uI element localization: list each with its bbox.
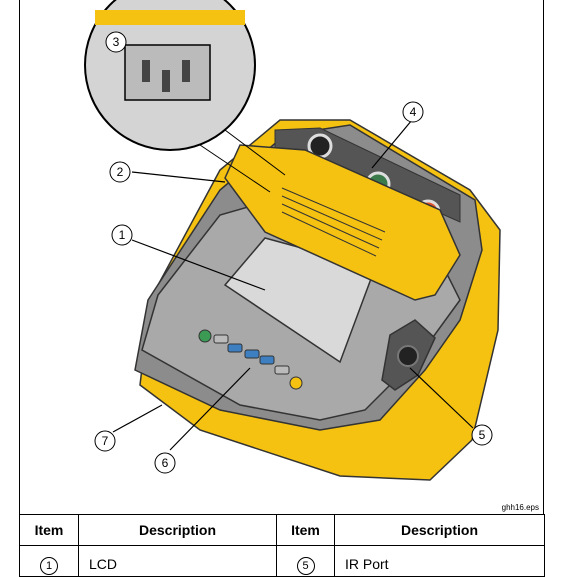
item-number: 5 <box>297 557 315 575</box>
svg-text:4: 4 <box>410 105 417 119</box>
svg-text:1: 1 <box>119 228 126 242</box>
header-description-b: Description <box>335 515 545 546</box>
test-key <box>290 377 302 389</box>
leader-2 <box>132 172 225 182</box>
key-2 <box>228 344 242 352</box>
item-description: IR Port <box>345 556 389 572</box>
svg-text:2: 2 <box>117 165 124 179</box>
key-4 <box>260 356 274 364</box>
leader-7 <box>113 405 162 432</box>
header-item-b: Item <box>277 515 335 546</box>
svg-text:6: 6 <box>162 456 169 470</box>
callout-1: 1 <box>112 225 132 245</box>
svg-text:3: 3 <box>113 35 120 49</box>
device-illustration: 1 2 3 4 5 6 7 <box>20 0 545 514</box>
key-5 <box>275 366 289 374</box>
svg-text:7: 7 <box>102 434 109 448</box>
key-1 <box>214 335 228 343</box>
item-description: LCD <box>89 556 117 572</box>
callout-4: 4 <box>403 102 423 122</box>
table-row: 1 LCD 5 IR Port <box>20 546 545 577</box>
table-header-row: Item Description Item Description <box>20 515 545 546</box>
header-description-a: Description <box>79 515 277 546</box>
item-number: 1 <box>40 557 58 575</box>
inlet-pin-3 <box>182 60 190 82</box>
callout-3: 3 <box>106 32 126 52</box>
inlet-pin-2 <box>162 70 170 92</box>
inlet-pin-1 <box>142 60 150 82</box>
callout-6: 6 <box>155 453 175 473</box>
callout-7: 7 <box>95 431 115 451</box>
device-figure: 1 2 3 4 5 6 7 ghh16.eps <box>19 0 544 514</box>
key-3 <box>245 350 259 358</box>
file-label: ghh16.eps <box>502 503 539 512</box>
ir-port-lens <box>398 346 418 366</box>
callout-2: 2 <box>110 162 130 182</box>
header-item-a: Item <box>20 515 79 546</box>
parts-table: Item Description Item Description 1 LCD … <box>19 514 545 577</box>
svg-text:5: 5 <box>479 428 486 442</box>
power-key <box>199 330 211 342</box>
callout-5: 5 <box>472 425 492 445</box>
inset-yellow <box>95 10 245 25</box>
